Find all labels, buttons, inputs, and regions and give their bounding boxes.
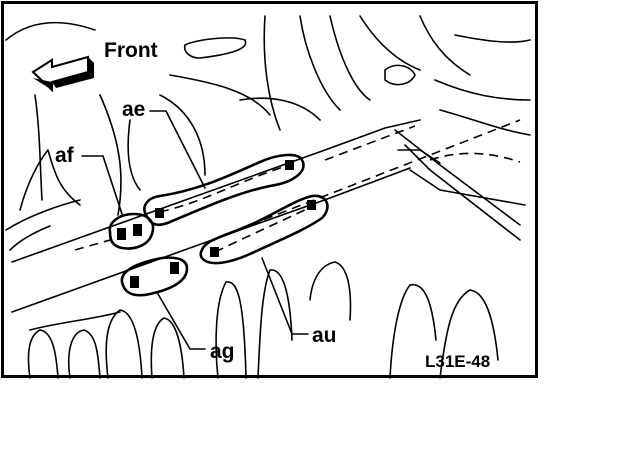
callout-ag: ag <box>210 340 235 363</box>
weld-group-af <box>108 212 155 250</box>
front-arrow-icon <box>31 55 94 93</box>
spot-weld-ag-2 <box>170 262 179 274</box>
spot-weld-af-1 <box>117 228 126 240</box>
leader-ae <box>149 110 206 189</box>
spot-weld-au-1 <box>210 247 219 257</box>
spot-weld-ae-1 <box>155 208 164 218</box>
leader-af <box>81 155 123 215</box>
spot-weld-af-2 <box>133 224 142 236</box>
spot-weld-au-2 <box>307 200 316 210</box>
callout-au: au <box>312 324 337 347</box>
weld-group-au <box>199 194 329 265</box>
leader-au <box>261 257 309 335</box>
body-panel-upper <box>5 15 531 251</box>
weld-group-ae <box>143 153 305 227</box>
spot-weld-ae-2 <box>285 160 294 170</box>
lower-panels <box>27 261 499 379</box>
front-label: Front <box>104 39 158 62</box>
callout-af: af <box>55 144 75 167</box>
callout-ae: ae <box>122 98 145 121</box>
leader-lines <box>81 110 309 350</box>
spot-weld-ag-1 <box>130 276 139 288</box>
weld-group-ag <box>120 256 189 297</box>
leader-ag <box>157 293 206 350</box>
figure-code: L31E-48 <box>425 352 490 371</box>
